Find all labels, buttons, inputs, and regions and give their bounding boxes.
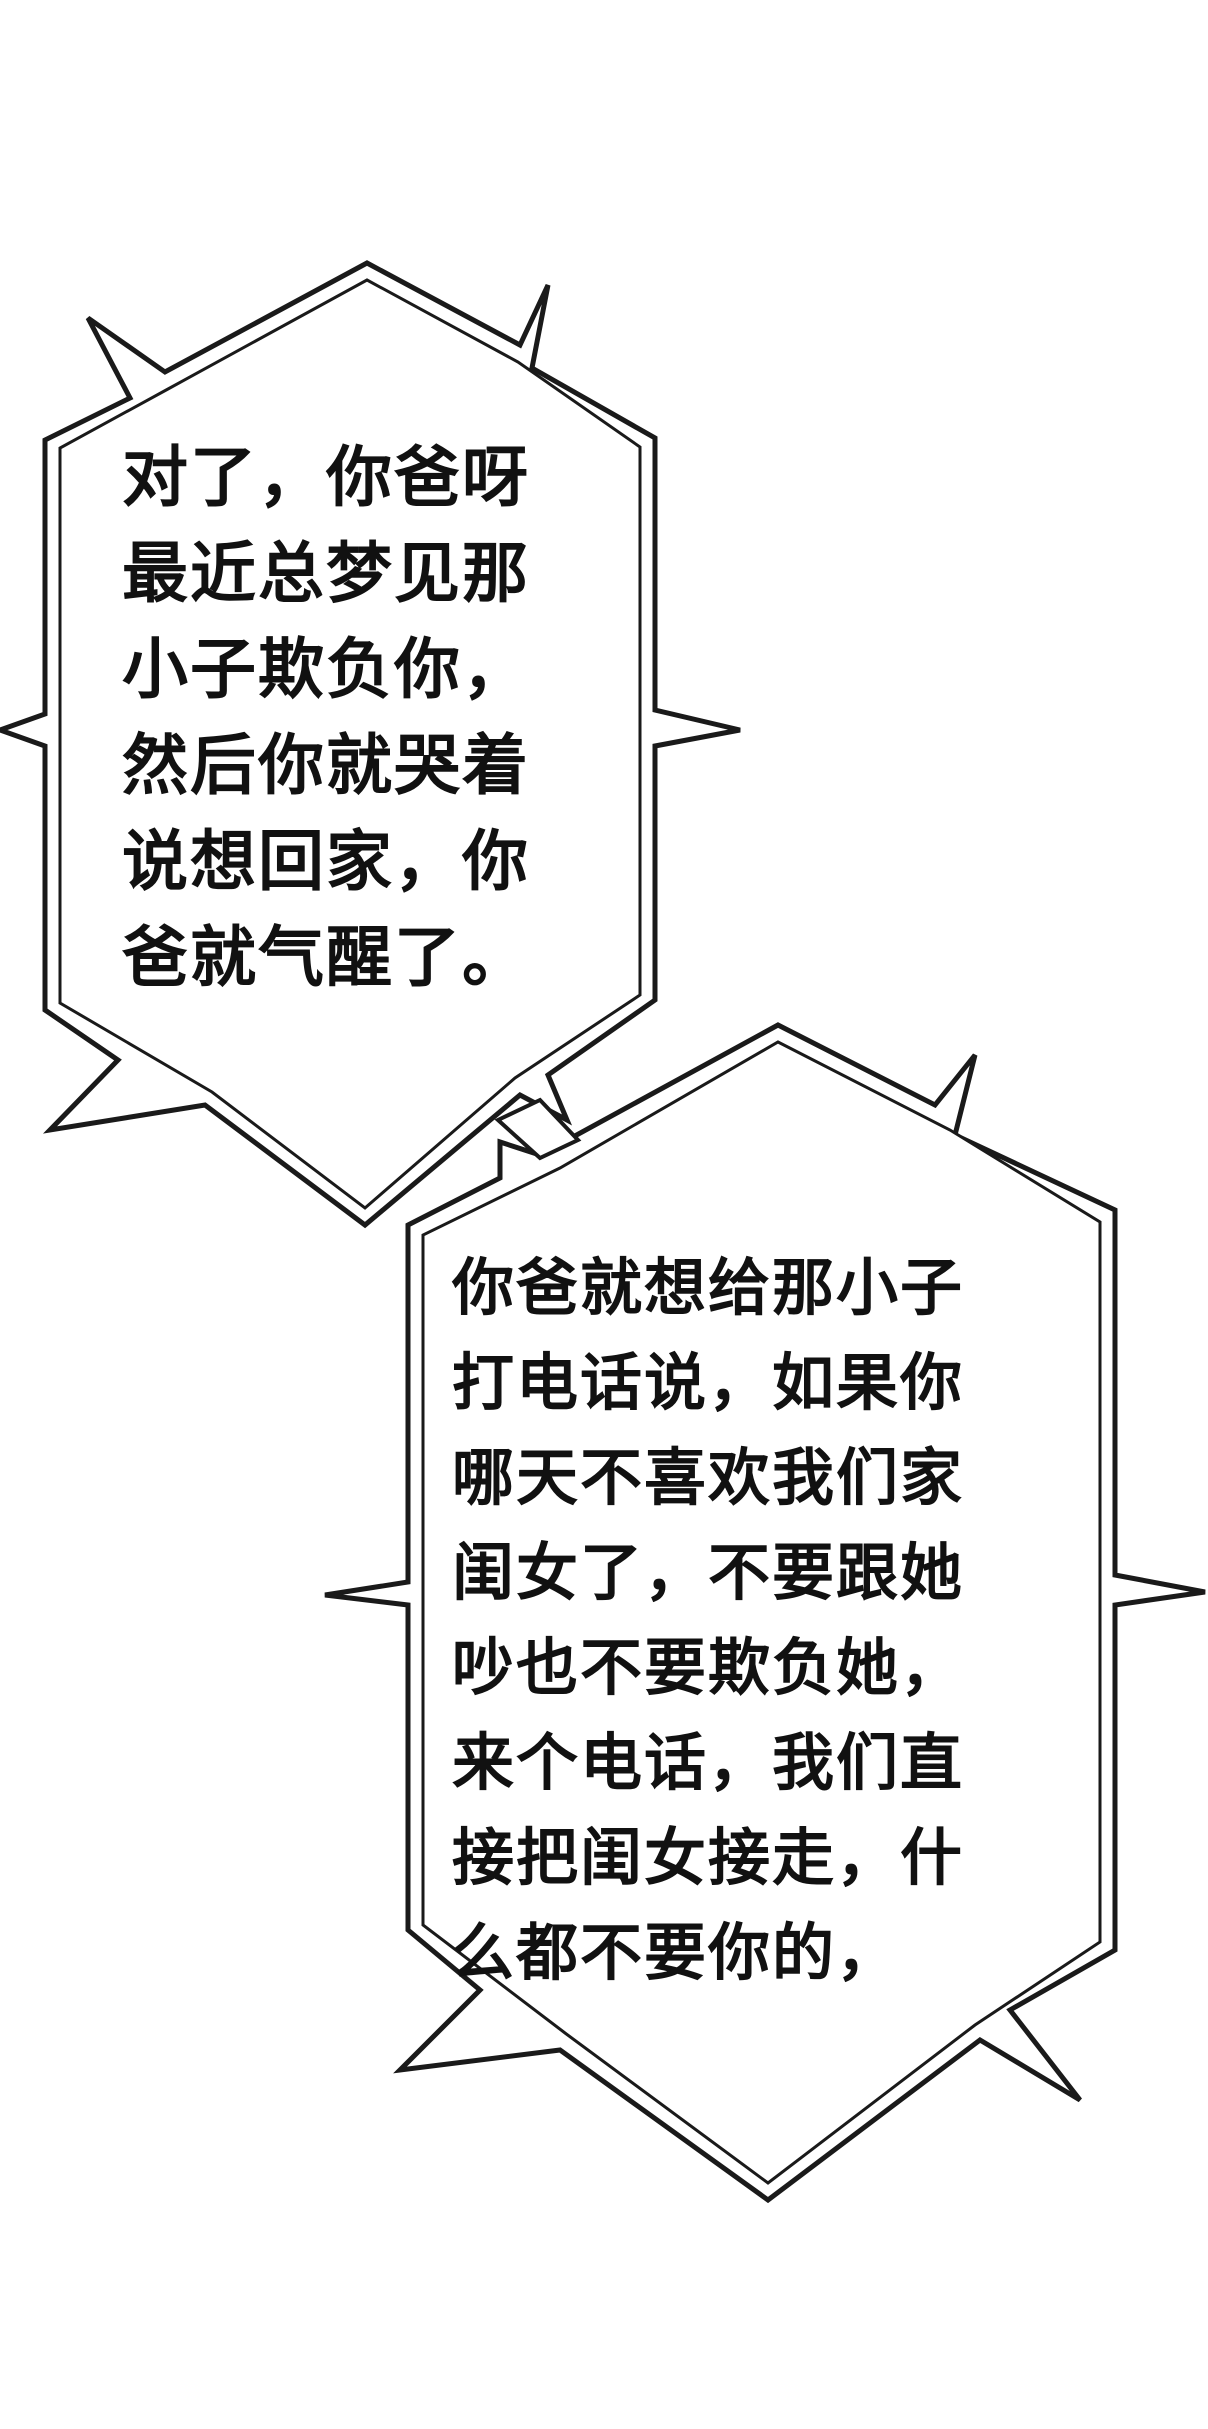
- speech-bubble-2-text: 你爸就想给那小子 打电话说，如果你 哪天不喜欢我们家 闺女了，不要跟她 吵也不要…: [452, 1240, 964, 2000]
- dialogue-line: 说想回家，你: [122, 823, 530, 900]
- dialogue-line: 爸就气醒了。: [122, 919, 530, 996]
- dialogue-line: 打电话说，如果你: [452, 1346, 965, 1419]
- dialogue-line: 对了，你爸呀: [122, 439, 530, 516]
- dialogue-line: 么都不要你的，: [452, 1916, 901, 1989]
- dialogue-line: 最近总梦见那: [122, 535, 530, 612]
- dialogue-line: 闺女了，不要跟她: [452, 1536, 965, 1609]
- dialogue-line: 小子欺负你，: [122, 631, 530, 708]
- dialogue-line: 接把闺女接走，什: [452, 1821, 965, 1894]
- dialogue-line: 然后你就哭着: [122, 727, 530, 804]
- dialogue-line: 吵也不要欺负她，: [452, 1631, 965, 1704]
- speech-bubble-1-inner-outline: [58, 278, 642, 1210]
- dialogue-line: 来个电话，我们直: [452, 1726, 965, 1799]
- dialogue-line: 哪天不喜欢我们家: [452, 1441, 965, 1514]
- speech-bubble-2-inner-outline: [421, 1040, 1102, 2185]
- bubble-connector-shard: [494, 1097, 582, 1161]
- speech-bubble-1-text: 对了，你爸呀 最近总梦见那 小子欺负你， 然后你就哭着 说想回家，你 爸就气醒了…: [122, 430, 530, 1006]
- dialogue-line: 你爸就想给那小子: [452, 1251, 965, 1324]
